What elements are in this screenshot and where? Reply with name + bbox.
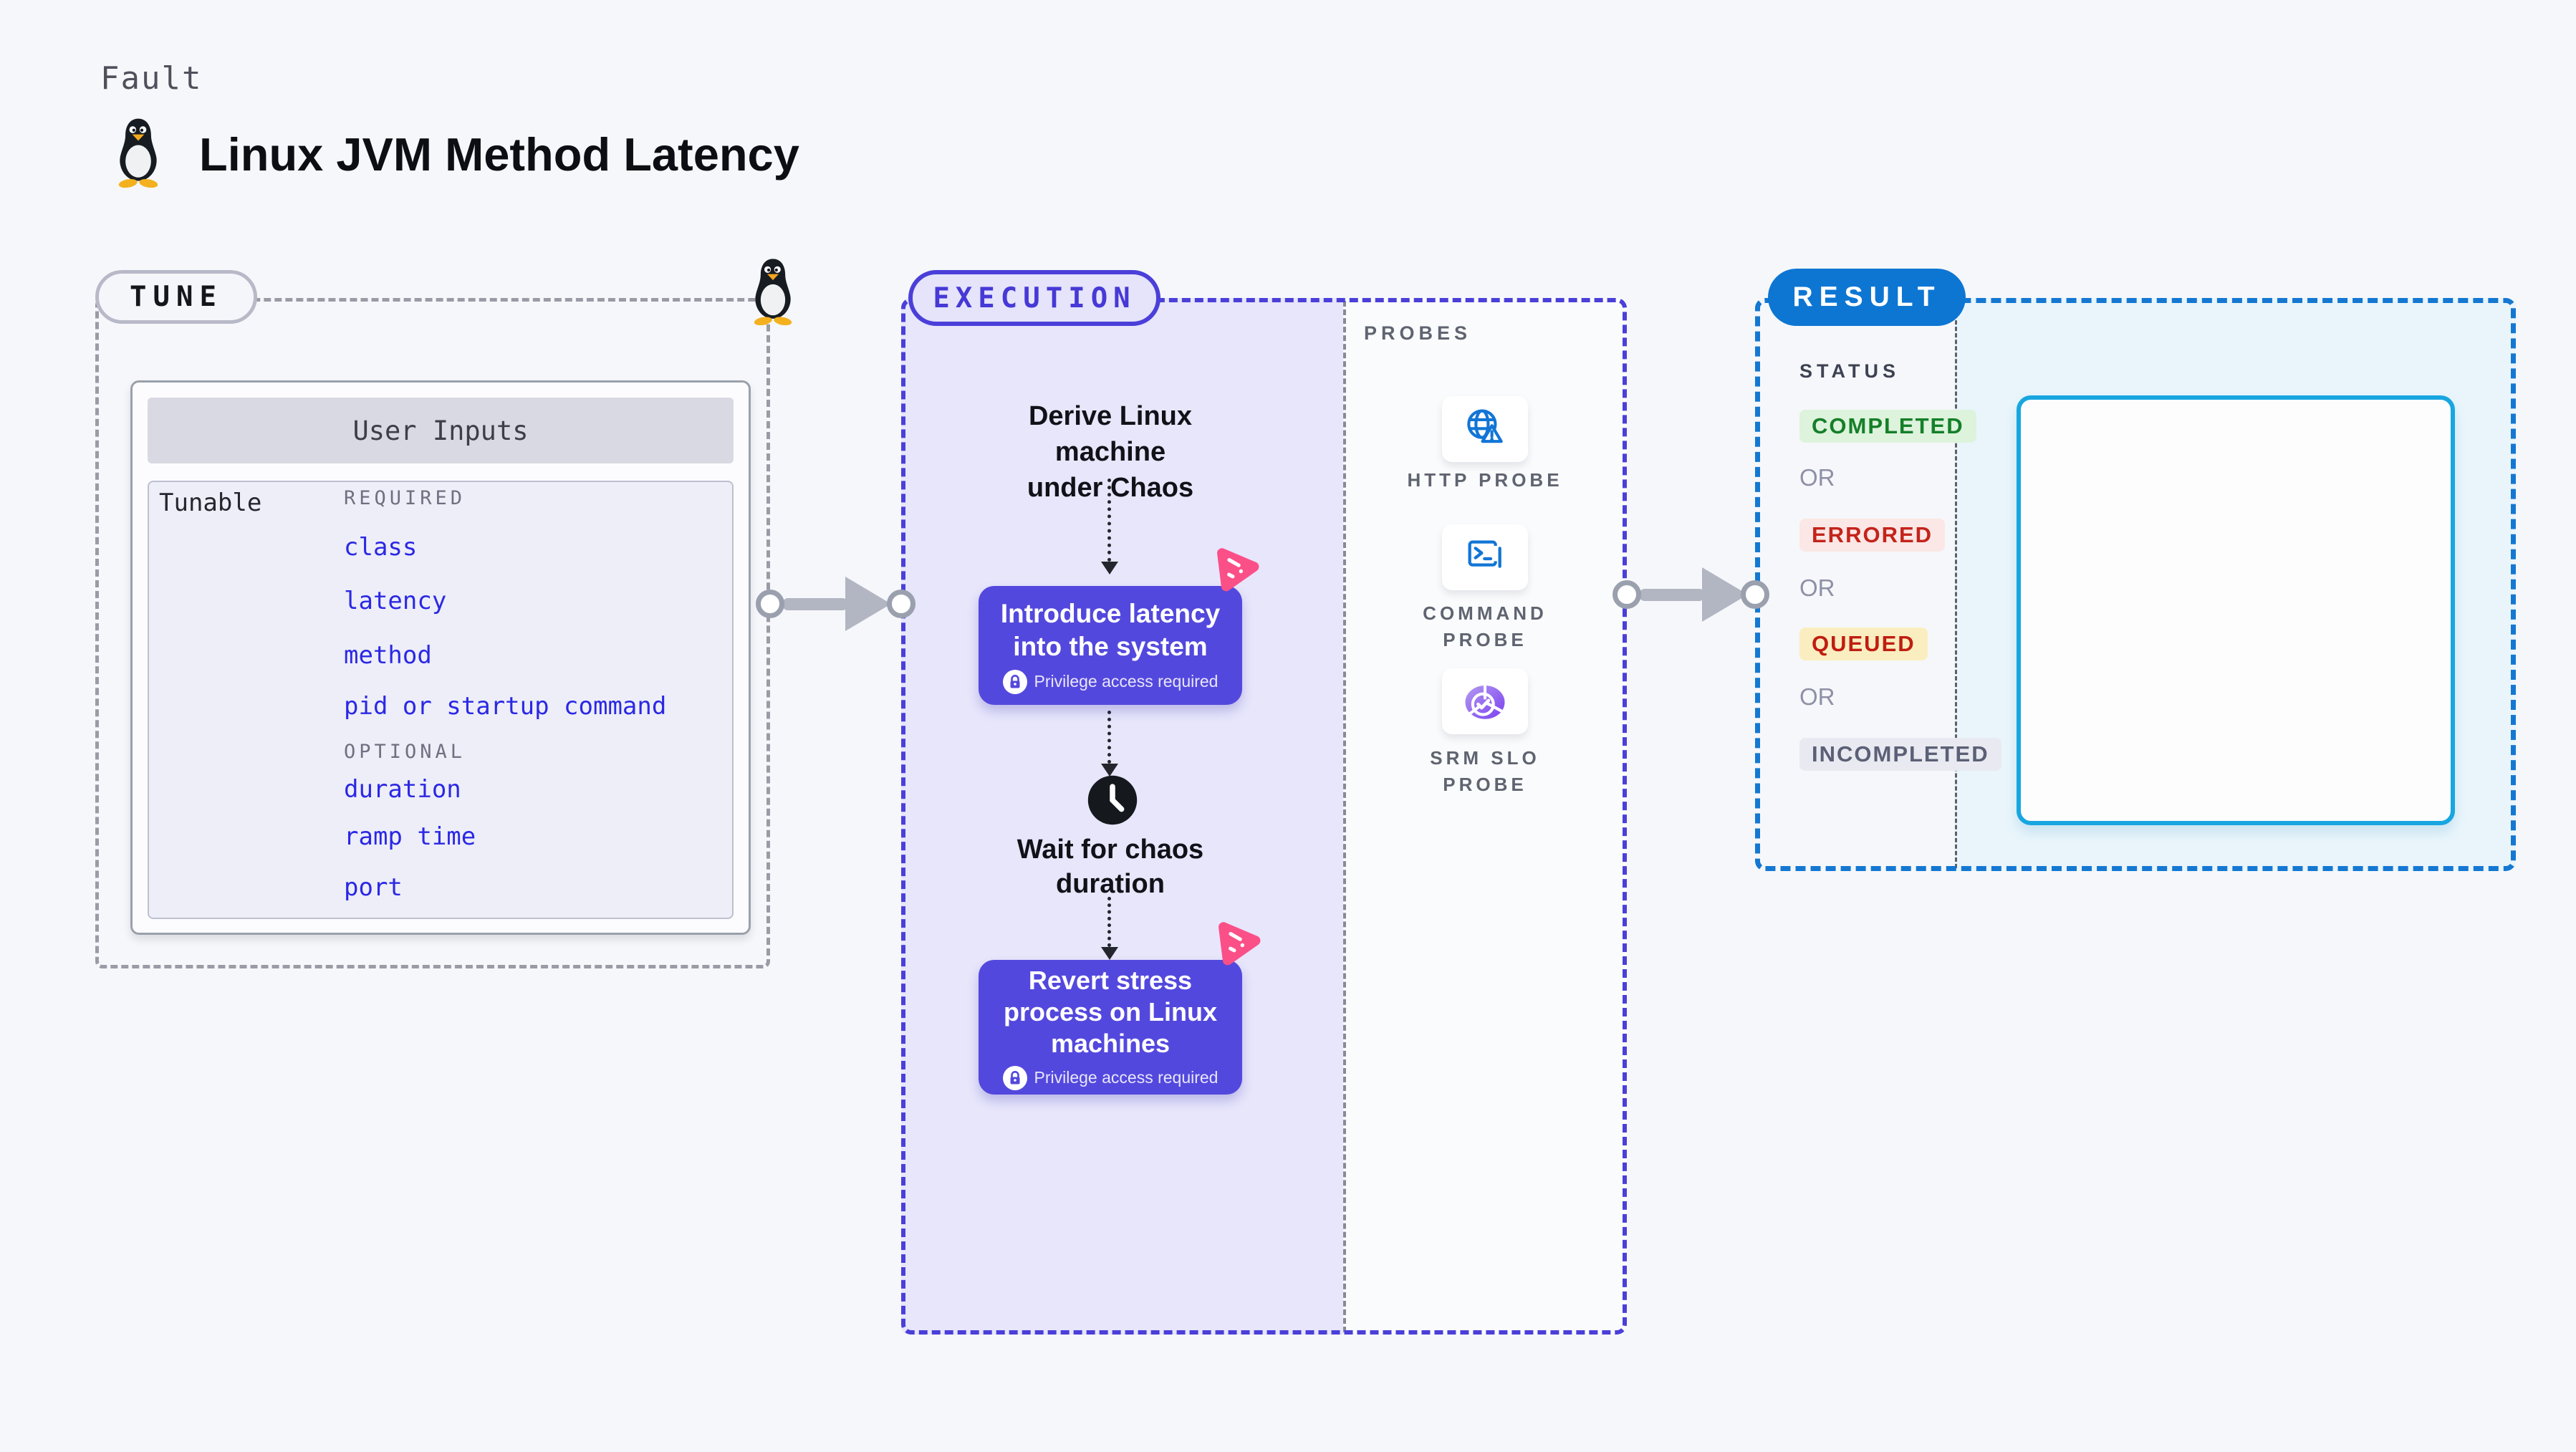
http-probe-label: HTTP PROBE — [1343, 467, 1627, 494]
result-section-badge: RESULT — [1768, 269, 1966, 326]
probe-label-line: PROBE — [1443, 774, 1527, 795]
tunable-required-item: latency — [344, 587, 447, 615]
wait-step-line1: Wait for chaos — [1017, 835, 1204, 865]
flow-connector — [1107, 711, 1111, 764]
execution-probes-divider — [1343, 301, 1346, 1332]
privilege-note: Privilege access required — [1034, 672, 1219, 691]
or-separator: OR — [1799, 464, 1835, 491]
privilege-note: Privilege access required — [1034, 1068, 1219, 1087]
tunable-required-item: pid or startup command — [344, 692, 667, 721]
command-probe-label: COMMAND PROBE — [1343, 600, 1627, 653]
status-badge-errored: ERRORED — [1799, 519, 1946, 552]
http-probe-card[interactable] — [1442, 396, 1528, 462]
optional-group-label: OPTIONAL — [344, 741, 466, 763]
introduce-step-line1: Introduce latency — [1000, 598, 1221, 628]
tux-penguin-icon — [118, 118, 158, 188]
derive-step-text: Derive Linux machine under Chaos — [979, 398, 1242, 506]
flow-connector-arrowhead — [1101, 562, 1118, 574]
tunable-optional-item: duration — [344, 775, 461, 804]
chaos-experiment-badge-icon — [1219, 922, 1261, 966]
execution-to-result-arrow-line — [1639, 589, 1705, 601]
user-inputs-title: User Inputs — [148, 398, 734, 463]
revert-step-line1: Revert stress — [1028, 965, 1193, 995]
probes-heading: PROBES — [1364, 322, 1472, 344]
wait-step-line2: duration — [1056, 869, 1165, 899]
status-badge-completed: COMPLETED — [1799, 410, 1976, 443]
globe-alert-icon — [1467, 409, 1503, 443]
probe-label-line: PROBE — [1443, 629, 1527, 650]
terminal-icon — [1468, 540, 1501, 568]
output-card — [2017, 395, 2455, 825]
flow-connector — [1107, 897, 1111, 947]
status-badge-incompleted: INCOMPLETED — [1799, 738, 2001, 771]
connector-dot — [1741, 580, 1769, 609]
tune-section-container — [95, 298, 770, 968]
introduce-step-line2: into the system — [1013, 631, 1208, 661]
derive-step-line1: Derive Linux machine — [1028, 401, 1193, 467]
revert-step-line3: machines — [1050, 1028, 1171, 1058]
tunable-label: Tunable — [159, 489, 262, 517]
status-output-divider — [1955, 301, 1957, 868]
status-heading: STATUS — [1799, 360, 1900, 382]
probes-column-background — [1343, 298, 1627, 1335]
tunable-required-item: class — [344, 533, 418, 562]
tunable-required-item: method — [344, 641, 432, 670]
revert-step-line2: process on Linux — [1003, 996, 1218, 1027]
connector-dot — [756, 590, 784, 618]
revert-stress-step[interactable]: Revert stress process on Linux machines … — [979, 960, 1242, 1095]
tux-penguin-icon-small — [754, 259, 792, 325]
or-separator: OR — [1799, 574, 1835, 601]
execution-section-badge: EXECUTION — [908, 270, 1160, 326]
introduce-latency-step[interactable]: Introduce latency into the system Privil… — [979, 586, 1242, 705]
flow-connector — [1107, 479, 1111, 562]
lock-icon — [1002, 1065, 1027, 1090]
user-inputs-panel — [148, 481, 734, 919]
wait-clock-icon — [1087, 775, 1138, 825]
wait-step-text: Wait for chaos duration — [979, 832, 1242, 901]
tunable-optional-item: ramp time — [344, 822, 476, 851]
probe-label-line: HTTP PROBE — [1407, 469, 1563, 491]
srm-slo-probe-card[interactable] — [1442, 668, 1528, 734]
command-probe-card[interactable] — [1442, 524, 1528, 590]
lock-icon — [1002, 669, 1027, 694]
srm-slo-probe-label: SRM SLO PROBE — [1343, 745, 1627, 798]
page-title: Linux JVM Method Latency — [199, 128, 799, 181]
or-separator: OR — [1799, 683, 1835, 710]
status-badge-queued: QUEUED — [1799, 628, 1928, 660]
tunable-optional-item: port — [344, 873, 403, 902]
connector-dot — [887, 590, 915, 618]
probe-label-line: SRM SLO — [1430, 747, 1540, 769]
flow-connector-arrowhead — [1101, 947, 1118, 960]
connector-dot — [1613, 580, 1641, 609]
execution-to-result-arrow-head — [1702, 567, 1748, 622]
chaos-experiment-badge-icon — [1217, 548, 1259, 592]
required-group-label: REQUIRED — [344, 487, 466, 509]
probe-label-line: COMMAND — [1423, 602, 1547, 624]
flow-connector-arrowhead — [1101, 764, 1118, 777]
fault-kind-label: Fault — [100, 60, 203, 97]
tune-to-execution-arrow-head — [845, 577, 891, 631]
tune-to-execution-arrow-line — [782, 598, 848, 610]
slo-chart-icon — [1465, 686, 1505, 719]
tune-section-badge: TUNE — [95, 270, 257, 324]
